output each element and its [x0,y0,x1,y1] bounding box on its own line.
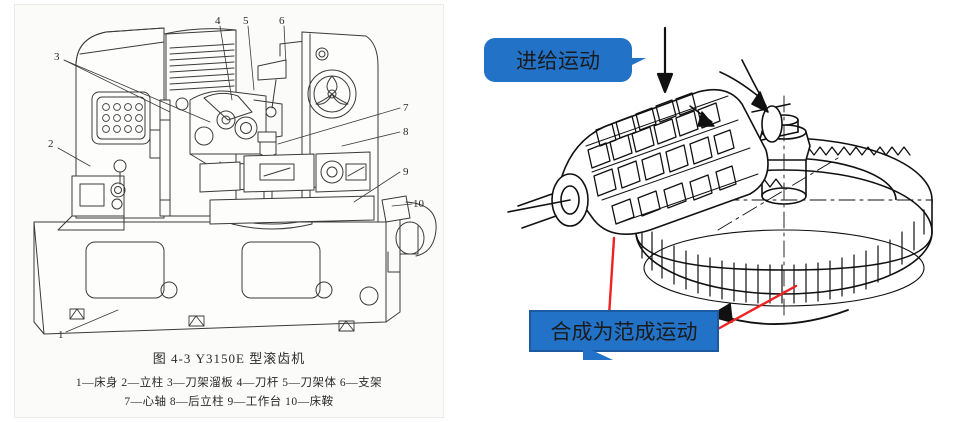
figure-caption: 图 4-3 Y3150E 型滚齿机 1—床身 2—立柱 3—刀架溜板 4—刀杆 … [14,348,444,412]
callout-generating-motion-label: 合成为范成运动 [550,320,698,344]
red-leader-gear [714,284,798,332]
feed-arrow-down [656,26,674,94]
callout-number-3: 3 [54,51,60,63]
callout-tail-icon [630,58,646,71]
hob-rotation-arrow [719,59,769,113]
red-leader-hob [607,236,616,318]
callout-number-4: 4 [215,15,221,27]
callout-number-9: 9 [403,166,409,178]
hobbing-kinematics-drawing [507,26,933,332]
callout-feed-motion[interactable]: 进给运动 [484,38,646,82]
machine-drawing: 1 2 3 4 5 6 7 8 9 10 [33,15,437,341]
figure-legend-line-1: 1—床身 2—立柱 3—刀架溜板 4—刀杆 5—刀架体 6—支架 [75,377,383,389]
machine-figure-panel: 1 2 3 4 5 6 7 8 9 10 图 4-3 Y3150E 型滚齿机 1… [14,4,444,418]
callout-number-1: 1 [58,329,64,341]
callout-number-6: 6 [279,15,285,27]
callout-feed-motion-label: 进给运动 [516,49,600,73]
hob-cutter [507,88,799,236]
callout-number-7: 7 [403,102,409,114]
figure-title: 图 4-3 Y3150E 型滚齿机 [152,351,306,366]
callout-generating-motion[interactable]: 合成为范成运动 [529,310,719,360]
figure-legend-line-2: 7—心轴 8—后立柱 9—工作台 10—床鞍 [124,396,334,408]
callout-number-5: 5 [243,15,249,27]
callout-number-8: 8 [403,126,409,138]
callout-number-2: 2 [48,138,54,150]
callout-number-10: 10 [413,198,425,210]
hobbing-diagram-panel: 进给运动 合成为范成运动 [466,0,964,422]
callout-tail-icon [583,346,623,360]
